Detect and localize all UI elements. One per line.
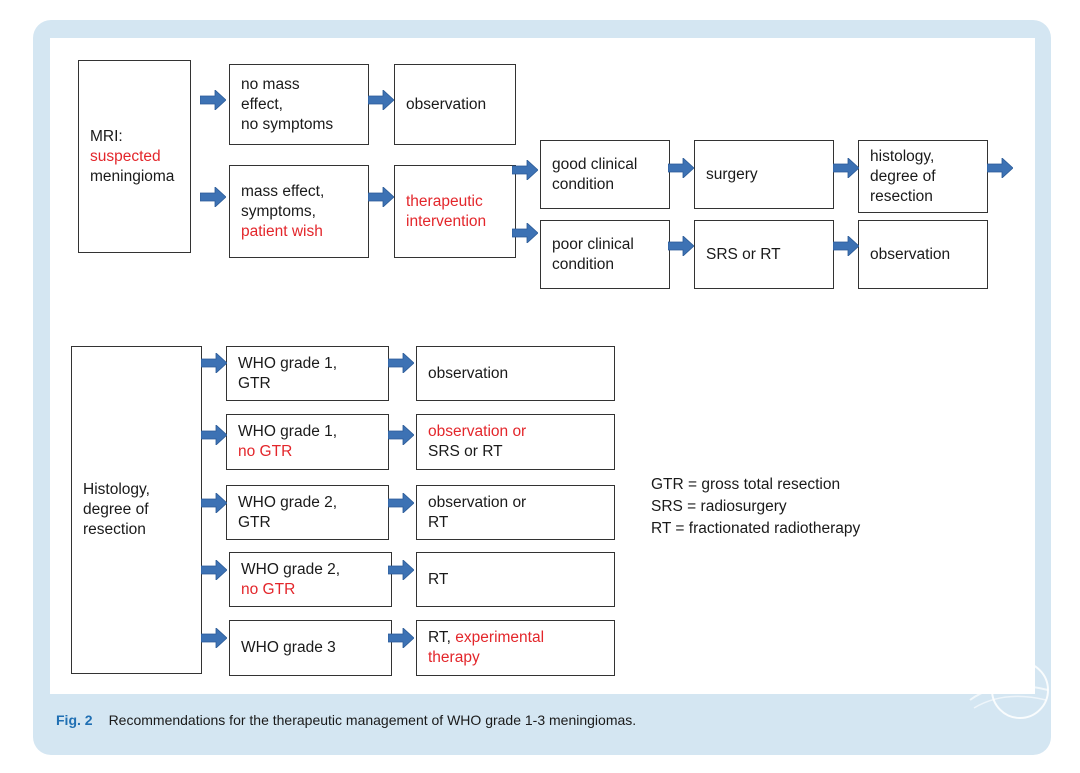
who-grade-1-no-gtr-box: WHO grade 1, no GTR (226, 414, 389, 470)
flow-arrow-icon (200, 187, 226, 207)
legend-gtr: GTR = gross total resection (651, 476, 841, 493)
histology-box: Histology, degree of resection (71, 346, 202, 674)
who-grade-1-gtr-box: WHO grade 1, GTR (226, 346, 389, 401)
outcome-observation-or-srs-box: observation or SRS or RT (416, 414, 615, 470)
flow-arrow-icon (200, 90, 226, 110)
flow-arrow-icon (201, 493, 227, 513)
legend-srs: SRS = radiosurgery (651, 498, 787, 515)
flow-arrow-icon (201, 628, 227, 648)
flow-arrow-icon (512, 160, 538, 180)
no-mass-effect-box: no mass effect, no symptoms (229, 64, 369, 145)
outcome-rt-box: RT (416, 552, 615, 607)
srs-or-rt-box: SRS or RT (694, 220, 834, 289)
therapeutic-intervention-box: therapeutic intervention (394, 165, 516, 258)
who-grade-2-gtr-box: WHO grade 2, GTR (226, 485, 389, 540)
flow-arrow-icon (668, 236, 694, 256)
flow-arrow-icon (368, 90, 394, 110)
who-grade-2-no-gtr-box: WHO grade 2, no GTR (229, 552, 392, 607)
flow-arrow-icon (388, 628, 414, 648)
flow-arrow-icon (388, 425, 414, 445)
flow-arrow-icon (201, 560, 227, 580)
caption-label: Fig. 2 (56, 712, 93, 728)
histology-degree-box-top: histology, degree of resection (858, 140, 988, 213)
flow-arrow-icon (388, 493, 414, 513)
caption-text: Recommendations for the therapeutic mana… (108, 712, 637, 728)
good-clinical-condition-box: good clinical condition (540, 140, 670, 209)
figure-caption: Fig. 2 Recommendations for the therapeuti… (56, 712, 636, 728)
flow-arrow-icon (201, 425, 227, 445)
poor-clinical-condition-box: poor clinical condition (540, 220, 670, 289)
flow-arrow-icon (388, 560, 414, 580)
outcome-rt-experimental-box: RT, experimental therapy (416, 620, 615, 676)
observation-box-2: observation (858, 220, 988, 289)
outcome-observation-or-rt-box: observation or RT (416, 485, 615, 540)
flow-arrow-icon (368, 187, 394, 207)
flow-arrow-icon (201, 353, 227, 373)
flow-arrow-icon (833, 236, 859, 256)
legend-rt: RT = fractionated radiotherapy (651, 520, 861, 537)
flow-arrow-icon (388, 353, 414, 373)
abbreviation-legend: GTR = gross total resection SRS = radios… (651, 474, 860, 540)
flow-arrow-icon (833, 158, 859, 178)
surgery-box: surgery (694, 140, 834, 209)
flow-arrow-icon (512, 223, 538, 243)
mass-effect-box: mass effect, symptoms, patient wish (229, 165, 369, 258)
flow-arrow-icon (668, 158, 694, 178)
mri-box: MRI: suspected meningioma (78, 60, 191, 253)
outcome-observation-box: observation (416, 346, 615, 401)
observation-box-1: observation (394, 64, 516, 145)
watermark-logo-icon (969, 661, 1049, 719)
flow-arrow-icon (987, 158, 1013, 178)
who-grade-3-box: WHO grade 3 (229, 620, 392, 676)
